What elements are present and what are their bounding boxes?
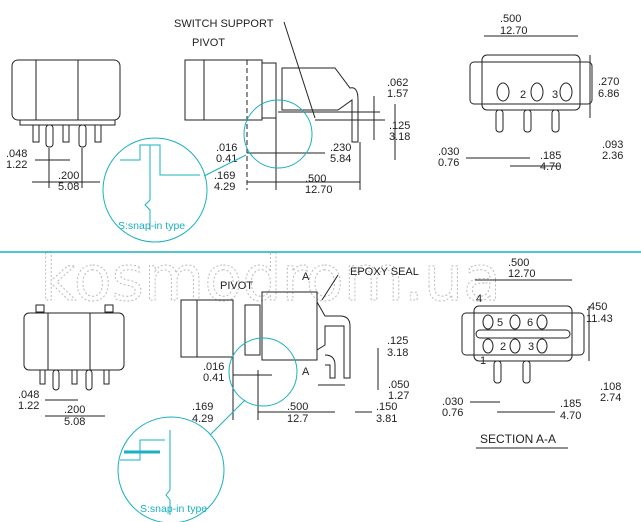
epoxy-seal-label: EPOXY SEAL bbox=[350, 266, 419, 278]
top-front-view: .048 1.22 .200 5.08 bbox=[6, 59, 121, 193]
dim-label: .050 bbox=[388, 379, 409, 391]
dim-label: .048 bbox=[18, 389, 39, 401]
dim-label: 2.74 bbox=[600, 392, 621, 404]
pivot-label: PIVOT bbox=[192, 37, 225, 49]
dim-label: 1.57 bbox=[387, 88, 408, 100]
pivot-label: PIVOT bbox=[220, 280, 253, 292]
dim-label: .030 bbox=[442, 396, 463, 408]
dim-label: .062 bbox=[387, 77, 408, 89]
dim-label: .500 bbox=[508, 257, 529, 269]
dim-label: 2.36 bbox=[602, 150, 623, 162]
dim-label: 5.08 bbox=[58, 181, 79, 193]
dim-label: 12.70 bbox=[500, 25, 528, 37]
dim-label: .125 bbox=[389, 120, 410, 132]
bottom-side-view: A A EPOXY SEAL PIVOT .125 3.18 .016 0.41… bbox=[117, 266, 419, 522]
dim-label: 4.70 bbox=[560, 410, 581, 422]
dim-label: 0.41 bbox=[203, 372, 224, 384]
switch-support-label: SWITCH SUPPORT bbox=[174, 18, 274, 30]
dim-label: 1.27 bbox=[388, 390, 409, 402]
dim-label: 1.22 bbox=[18, 400, 39, 412]
pin-number: 2 bbox=[520, 89, 526, 101]
dim-label: 0.41 bbox=[216, 153, 237, 165]
dim-label: .270 bbox=[598, 76, 619, 88]
pin-number: 3 bbox=[552, 89, 558, 101]
dim-label: .150 bbox=[376, 401, 397, 413]
section-title: SECTION A-A bbox=[480, 432, 556, 446]
section-marker-a: A bbox=[302, 271, 310, 283]
dim-label: 3.81 bbox=[376, 413, 397, 425]
watermark: kosmodrom.ua bbox=[40, 242, 501, 315]
dim-label: 6.86 bbox=[598, 88, 619, 100]
pin-number: 1 bbox=[480, 355, 486, 367]
dim-label: 1.22 bbox=[6, 159, 27, 171]
dim-label: 0.76 bbox=[438, 157, 459, 169]
top-side-view: SWITCH SUPPORT PIVOT .062 1.57 .125 3.18… bbox=[102, 18, 410, 243]
dim-label: .230 bbox=[330, 142, 351, 154]
dim-label: .169 bbox=[192, 401, 213, 413]
dim-label: 5.84 bbox=[330, 153, 351, 165]
section-a-a-view: 4 5 6 1 2 3 .500 12.70 .450 11.43 .108 2… bbox=[442, 257, 621, 449]
dim-label: 4.29 bbox=[192, 413, 213, 425]
dim-label: .200 bbox=[64, 404, 85, 416]
dim-label: .185 bbox=[560, 398, 581, 410]
dim-label: 4.29 bbox=[214, 181, 235, 193]
dim-label: 12.70 bbox=[508, 268, 536, 280]
section-marker-a: A bbox=[302, 366, 310, 378]
dim-label: .030 bbox=[438, 146, 459, 158]
dim-label: .016 bbox=[203, 361, 224, 373]
dim-label: .200 bbox=[58, 170, 79, 182]
pin-number: 2 bbox=[500, 341, 506, 353]
snap-in-label: S:snap-in type bbox=[118, 220, 185, 232]
dim-label: .108 bbox=[600, 381, 621, 393]
dim-label: 0.76 bbox=[442, 407, 463, 419]
dim-label: 12.7 bbox=[287, 413, 308, 425]
dim-label: .500 bbox=[500, 13, 521, 25]
dim-label: .093 bbox=[602, 139, 623, 151]
dim-label: .048 bbox=[6, 148, 27, 160]
dim-label: 5.08 bbox=[64, 416, 85, 428]
dim-label: 11.43 bbox=[586, 313, 613, 325]
pin-number: 4 bbox=[476, 293, 482, 305]
dim-label: 3.18 bbox=[389, 131, 410, 143]
dim-label: .016 bbox=[216, 142, 237, 154]
bottom-front-view: .048 1.22 .200 5.08 bbox=[18, 304, 125, 428]
dim-label: .500 bbox=[287, 401, 308, 413]
dim-label: 4.70 bbox=[540, 161, 561, 173]
top-end-view: 2 3 1 .500 12.70 .270 6.86 .093 2.36 .03… bbox=[438, 13, 623, 173]
pin-number: 6 bbox=[527, 317, 533, 329]
pin-number: 3 bbox=[528, 341, 534, 353]
dim-label: 12.70 bbox=[305, 184, 333, 196]
dim-label: 3.18 bbox=[387, 347, 408, 359]
dim-label: .450 bbox=[586, 301, 607, 313]
dim-label: .125 bbox=[387, 335, 408, 347]
snap-in-label: S:snap-in type bbox=[140, 503, 207, 515]
dim-label: .169 bbox=[214, 170, 235, 182]
pin-number: 5 bbox=[497, 317, 503, 329]
dim-label: .185 bbox=[540, 150, 561, 162]
